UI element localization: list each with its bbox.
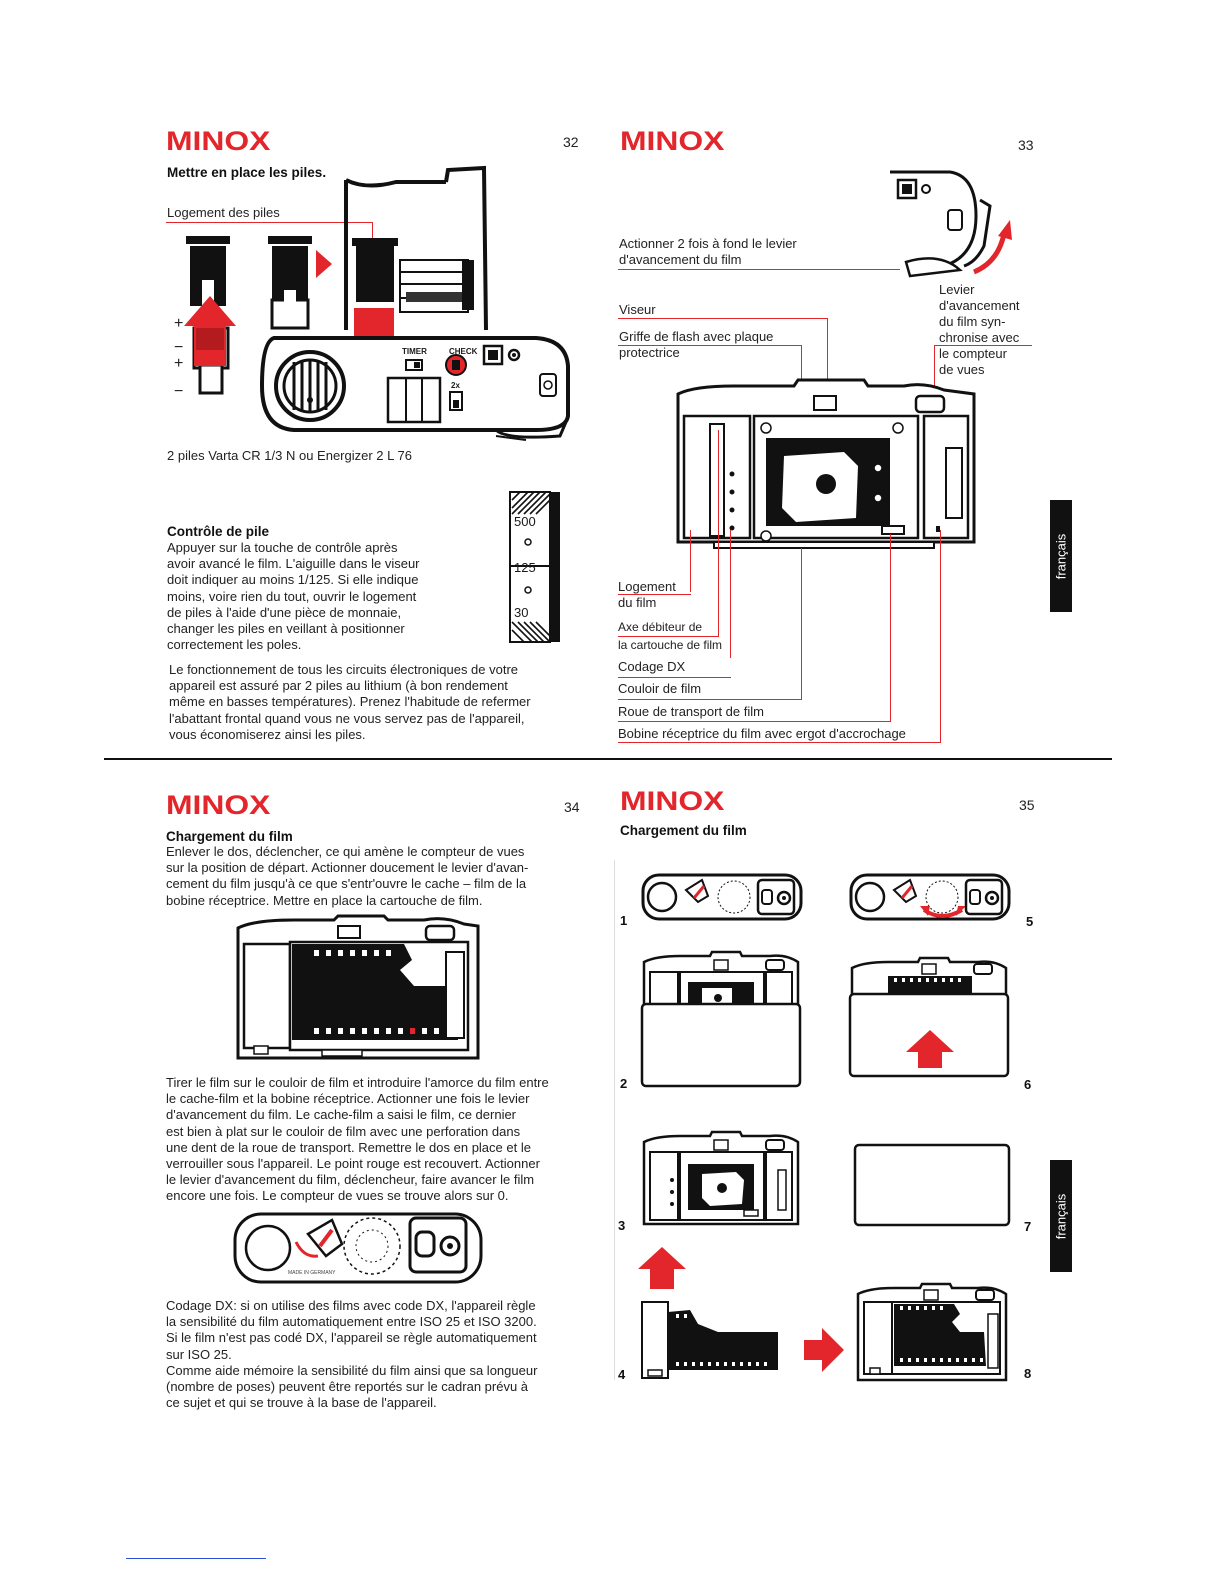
- leader-line: [618, 269, 900, 270]
- leader-line: [730, 530, 731, 658]
- step-number: 1: [620, 913, 628, 928]
- leader-line: [618, 699, 802, 700]
- leader-line: [934, 345, 935, 395]
- dial-caption: MADE IN GERMANY: [288, 1270, 336, 1276]
- step-number: 5: [1026, 914, 1034, 929]
- film-advance-lever-illustration: [890, 170, 1012, 278]
- step-number: 6: [1024, 1077, 1032, 1092]
- step-6-illustration: [848, 956, 1010, 1078]
- leader-line: [934, 345, 1032, 346]
- leader-line: [372, 222, 373, 242]
- dx-coding-text: Codage DX: si on utilise des films avec …: [166, 1298, 538, 1411]
- leader-line: [801, 548, 802, 700]
- battery-check-text: Appuyer sur la touche de contrôle après …: [167, 540, 420, 653]
- battery-caption: 2 piles Varta CR 1/3 N ou Energizer 2 L …: [167, 448, 412, 463]
- page-divider: [104, 758, 1112, 760]
- twox-label: 2x: [451, 381, 460, 390]
- leader-line: [690, 530, 691, 592]
- leader-line: [618, 345, 802, 346]
- battery-left-icon: [184, 236, 236, 395]
- leader-line: [166, 222, 372, 223]
- leader-line: [890, 534, 891, 722]
- leader-line: [618, 721, 891, 722]
- scale-500: 500: [514, 514, 536, 529]
- shutter-speed-scale: [509, 491, 560, 643]
- label-axe-debiteur: Axe débiteur de la cartouche de film: [618, 620, 723, 652]
- leader-line: [618, 594, 691, 595]
- language-tab: français: [1050, 500, 1072, 612]
- camera-interior-illustration: [676, 378, 976, 549]
- check-label: CHECK: [449, 347, 478, 356]
- step-number: 4: [618, 1367, 626, 1382]
- language-tab: français: [1050, 1160, 1072, 1272]
- film-threading-illustration: [236, 914, 480, 1060]
- brand-logo-p35: MINOX: [620, 786, 725, 816]
- battery-insertion-illustration: [184, 165, 570, 441]
- page-number-34: 34: [564, 799, 580, 815]
- label-couloir: Couloir de film: [618, 681, 702, 696]
- step-number: 7: [1024, 1219, 1032, 1234]
- film-loading-intro: Enlever le dos, déclencher, ce qui amène…: [166, 844, 529, 908]
- label-viseur: Viseur: [619, 302, 656, 317]
- frame-counter-dial-illustration: [233, 1212, 483, 1284]
- leader-line: [618, 742, 941, 743]
- label-actionner-levier: Actionner 2 fois à fond le levier d'avan…: [619, 236, 797, 267]
- label-griffe-flash: Griffe de flash avec plaque protectrice: [619, 329, 774, 360]
- minus-sign: −: [174, 339, 184, 356]
- section-title-batteries: Mettre en place les piles.: [167, 165, 327, 180]
- page-number-33: 33: [1018, 137, 1034, 153]
- step-3-illustration: [642, 1130, 800, 1226]
- scale-125: 125: [514, 560, 536, 575]
- section-title-film-loading: Chargement du film: [166, 829, 293, 844]
- brand-logo-p34: MINOX: [166, 790, 271, 820]
- step-4-illustration: [641, 1301, 778, 1379]
- label-logement-film: Logement du film: [618, 579, 676, 610]
- footnote-separator: [126, 1558, 266, 1559]
- step-8-illustration: [856, 1282, 1008, 1382]
- arrow-up-icon: [638, 1247, 686, 1289]
- battery-middle-icon: [268, 236, 312, 330]
- leader-line: [940, 530, 941, 742]
- step-2-illustration: [640, 950, 802, 1088]
- page-number-32: 32: [563, 134, 579, 150]
- minus-sign: −: [174, 383, 184, 400]
- arrow-right-icon: [804, 1328, 844, 1372]
- column-divider: [614, 860, 615, 1380]
- leader-line: [718, 430, 719, 636]
- leader-line: [801, 345, 802, 381]
- leader-line: [618, 636, 719, 637]
- label-roue-transport: Roue de transport de film: [618, 704, 764, 719]
- timer-label: TIMER: [402, 347, 427, 356]
- section-title-film-loading-steps: Chargement du film: [620, 823, 747, 838]
- step-number: 2: [620, 1076, 628, 1091]
- step-number: 8: [1024, 1366, 1032, 1381]
- film-threading-text: Tirer le film sur le couloir de film et …: [166, 1075, 549, 1204]
- label-bobine-receptrice: Bobine réceptrice du film avec ergot d'a…: [618, 726, 906, 741]
- step-7-illustration: [853, 1143, 1011, 1227]
- brand-logo-p32: MINOX: [166, 126, 271, 156]
- leader-line: [827, 318, 828, 398]
- brand-logo-p33: MINOX: [620, 126, 725, 156]
- plus-sign: +: [174, 355, 184, 372]
- page-number-35: 35: [1019, 797, 1035, 813]
- step-1-illustration: [641, 873, 803, 921]
- label-battery-housing: Logement des piles: [167, 205, 280, 220]
- section-title-battery-check: Contrôle de pile: [167, 524, 270, 539]
- battery-body-text: Le fonctionnement de tous les circuits é…: [169, 662, 531, 742]
- scale-30: 30: [514, 605, 529, 620]
- step-number: 3: [618, 1218, 626, 1233]
- leader-line: [618, 677, 731, 678]
- step-5-illustration: [849, 873, 1011, 921]
- leader-line: [618, 318, 828, 319]
- label-codage-dx: Codage DX: [618, 659, 686, 674]
- label-levier-avancement: Levier d'avancement du film syn- chronis…: [939, 282, 1020, 377]
- plus-sign: +: [174, 315, 184, 332]
